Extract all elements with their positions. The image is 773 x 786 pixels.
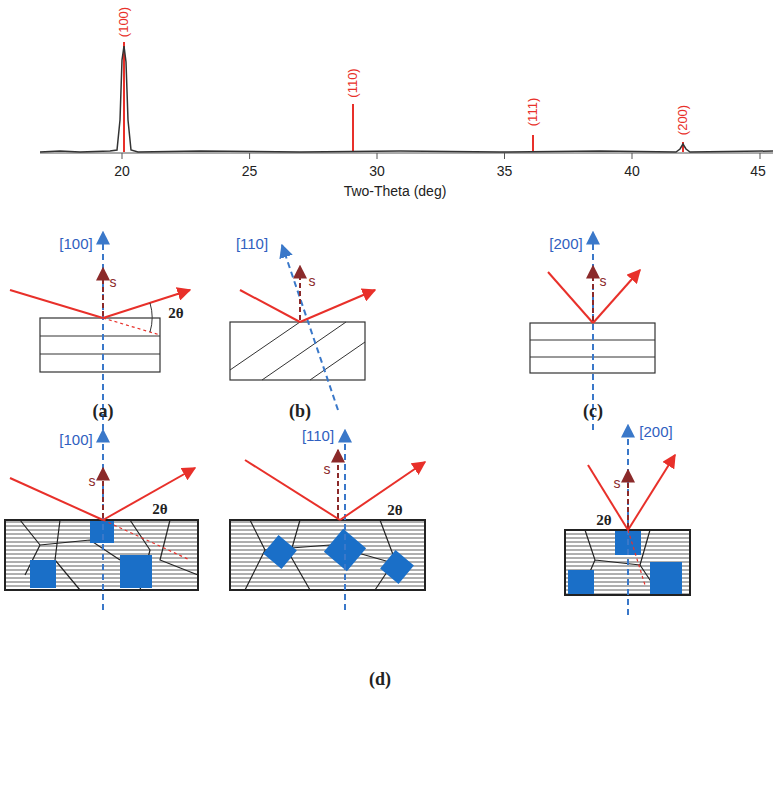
panel-label: (c) bbox=[583, 402, 603, 422]
panel-label: (d) bbox=[369, 670, 391, 690]
angle-label: 2θ bbox=[152, 501, 167, 518]
angle-label: 2θ bbox=[168, 305, 183, 322]
vector-label: s bbox=[309, 274, 316, 289]
axis-tick: 35 bbox=[497, 164, 513, 179]
direction-label: [110] bbox=[302, 428, 334, 445]
axis-tick: 40 bbox=[624, 164, 640, 179]
angle-label: 2θ bbox=[596, 512, 611, 529]
xrd-chart bbox=[40, 42, 773, 159]
peak-label: (110) bbox=[346, 68, 360, 97]
panel-c bbox=[530, 232, 655, 430]
vector-label: s bbox=[89, 474, 96, 489]
vector-label: s bbox=[600, 274, 607, 289]
peak-label: (111) bbox=[526, 98, 540, 126]
direction-label: [200] bbox=[549, 236, 582, 253]
direction-label: [200] bbox=[639, 424, 672, 441]
axis-tick: 25 bbox=[242, 164, 258, 179]
vector-label: s bbox=[324, 462, 331, 477]
vector-label: s bbox=[614, 476, 621, 491]
panel-b bbox=[230, 245, 375, 410]
panel-d3 bbox=[565, 425, 690, 615]
panel-d1 bbox=[5, 430, 198, 610]
axis-tick: 45 bbox=[750, 164, 766, 179]
axis-tick: 20 bbox=[114, 164, 130, 179]
peak-label: (200) bbox=[676, 105, 690, 135]
axis-tick: 30 bbox=[369, 164, 385, 179]
direction-label: [100] bbox=[59, 432, 92, 449]
axis-title: Two-Theta (deg) bbox=[344, 184, 447, 199]
direction-label: [100] bbox=[59, 236, 92, 253]
panel-label: (b) bbox=[289, 402, 311, 422]
vector-label: s bbox=[110, 275, 117, 290]
peak-label: (100) bbox=[117, 7, 131, 37]
angle-label: 2θ bbox=[387, 502, 402, 519]
panel-label: (a) bbox=[93, 402, 114, 422]
direction-label: [110] bbox=[236, 236, 268, 253]
panel-d2 bbox=[230, 430, 425, 610]
panel-a bbox=[10, 232, 190, 430]
